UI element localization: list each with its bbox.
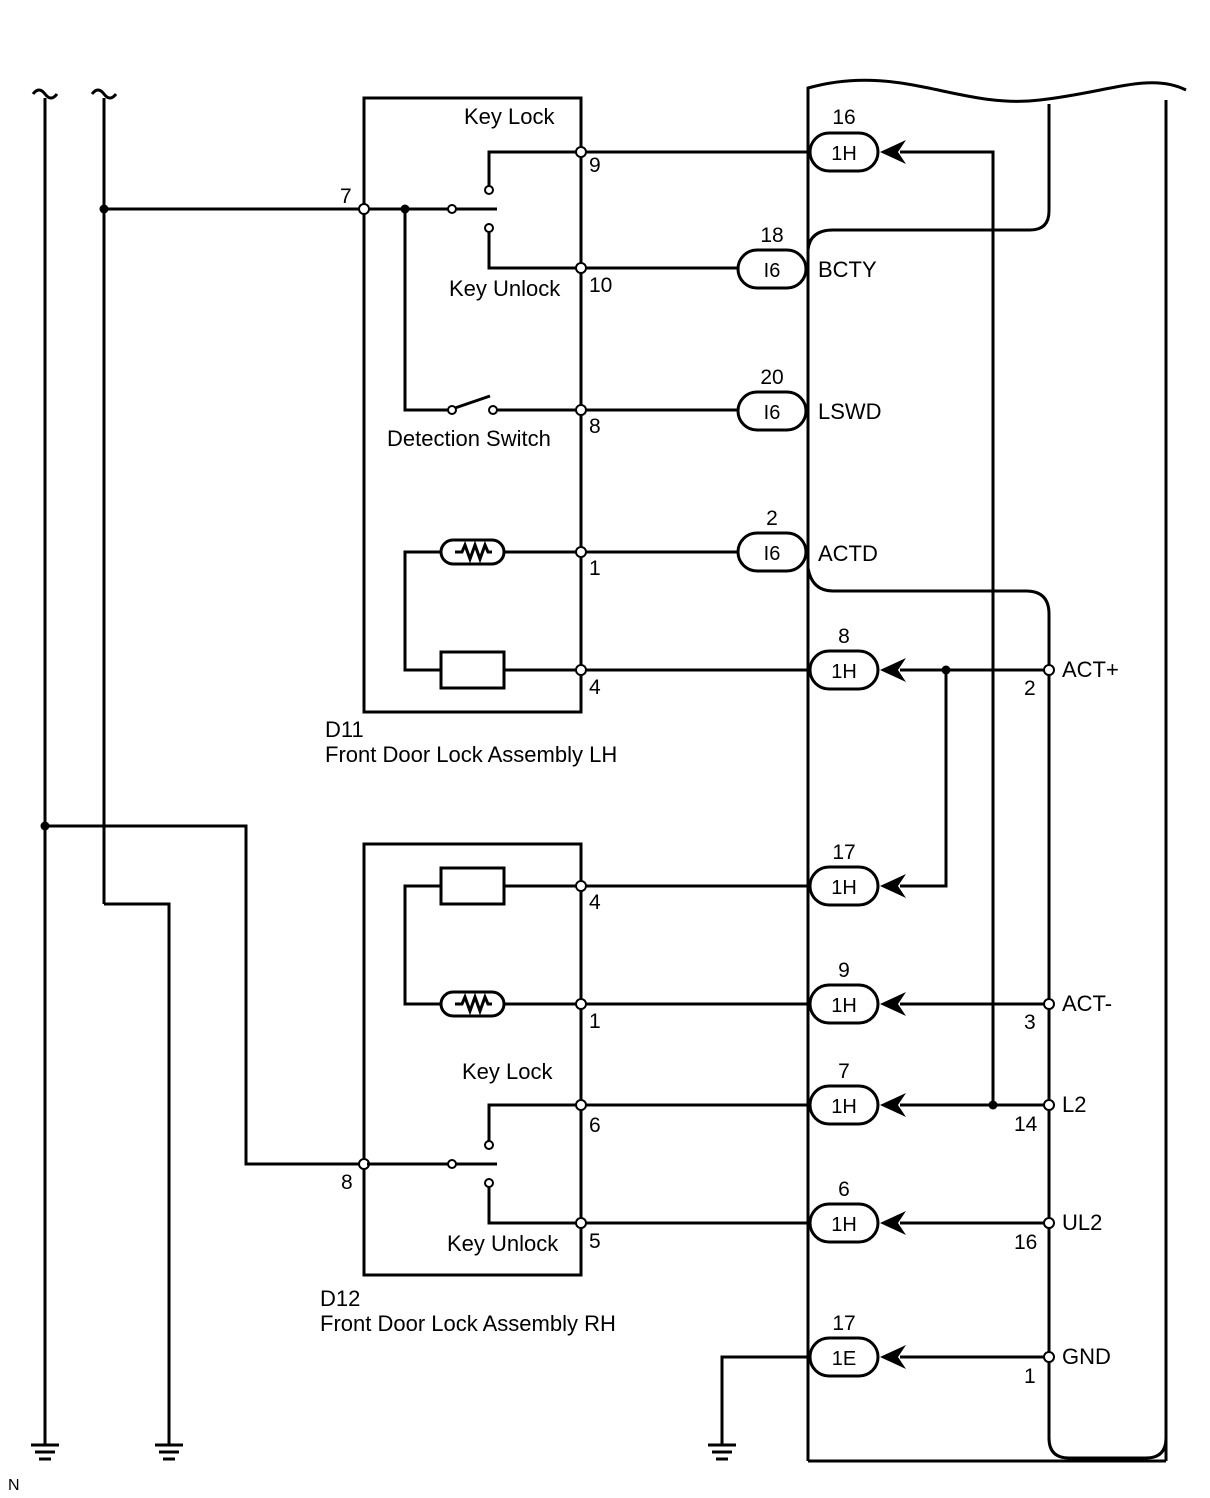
main-body-ecu <box>806 78 1187 1463</box>
svg-text:GND: GND <box>1062 1344 1111 1369</box>
door-lock-assembly-lh <box>358 96 810 714</box>
motor-terminal-gnd: GND 1 <box>1024 1344 1111 1388</box>
svg-text:6: 6 <box>838 1178 850 1201</box>
rh-component-name: Front Door Lock Assembly RH <box>320 1311 616 1336</box>
connector-1e-17: 1E 17 <box>808 1312 906 1378</box>
svg-text:1H: 1H <box>831 661 857 683</box>
connector-1h-7: 1H 7 <box>808 1060 906 1126</box>
rh-key-unlock-label: Key Unlock <box>447 1231 559 1256</box>
svg-text:7: 7 <box>838 1060 850 1083</box>
motor-terminal-act-plus: ACT+ 2 <box>1024 657 1119 700</box>
svg-text:16: 16 <box>832 106 855 129</box>
svg-text:9: 9 <box>838 959 850 982</box>
connector-i6-20: I6 20 LSWD <box>736 366 882 432</box>
svg-text:I6: I6 <box>764 543 781 565</box>
connector-i6-2: I6 2 ACTD <box>736 507 878 573</box>
connector-1h-16: 1H 16 <box>808 106 906 173</box>
left-power-rails <box>31 88 364 1444</box>
svg-text:20: 20 <box>760 366 783 389</box>
lh-key-lock-label: Key Lock <box>464 104 555 129</box>
connector-i6-18: I6 18 BCTY <box>736 224 877 290</box>
svg-text:14: 14 <box>1014 1113 1038 1136</box>
lh-pin-8: 8 <box>589 415 601 438</box>
lh-detection-switch-label: Detection Switch <box>387 426 551 451</box>
svg-text:18: 18 <box>760 224 783 247</box>
svg-text:ACT+: ACT+ <box>1062 657 1119 682</box>
svg-text:3: 3 <box>1024 1011 1036 1034</box>
rh-component-code: D12 <box>320 1286 360 1311</box>
lh-pin-10: 10 <box>589 274 612 297</box>
svg-text:8: 8 <box>838 625 850 648</box>
motor-terminal-l2: L2 14 <box>1014 1092 1086 1136</box>
lh-pin-1: 1 <box>589 557 601 580</box>
svg-text:BCTY: BCTY <box>818 257 877 282</box>
connector-1h-8: 1H 8 <box>808 625 906 691</box>
lh-pin-4: 4 <box>589 676 601 699</box>
ground-symbol-ecu <box>708 1355 810 1461</box>
svg-text:LSWD: LSWD <box>818 399 882 424</box>
svg-text:16: 16 <box>1014 1231 1037 1254</box>
svg-text:1H: 1H <box>831 1214 857 1236</box>
connector-1h-17: 1H 17 <box>808 841 906 907</box>
rh-pin-4: 4 <box>589 891 601 914</box>
lh-pin-7: 7 <box>340 185 352 208</box>
corner-mark: N <box>8 1477 20 1494</box>
connector-1h-6: 1H 6 <box>808 1178 906 1244</box>
lh-pin-9: 9 <box>589 154 601 177</box>
rh-pin-5: 5 <box>589 1230 601 1253</box>
motor-terminal-act-minus: ACT- 3 <box>1024 991 1112 1034</box>
svg-text:1H: 1H <box>831 1096 857 1118</box>
svg-text:I6: I6 <box>764 402 781 424</box>
svg-text:L2: L2 <box>1062 1092 1086 1117</box>
svg-text:1H: 1H <box>831 877 857 899</box>
rh-pin-8: 8 <box>341 1171 353 1194</box>
ground-symbol-rail-1 <box>31 1443 59 1461</box>
door-lock-assembly-rh <box>358 842 810 1277</box>
svg-text:UL2: UL2 <box>1062 1210 1102 1235</box>
svg-text:2: 2 <box>766 507 778 530</box>
svg-text:1E: 1E <box>832 1348 856 1370</box>
svg-text:ACTD: ACTD <box>818 541 878 566</box>
lh-key-unlock-label: Key Unlock <box>449 276 561 301</box>
rh-pin-6: 6 <box>589 1114 601 1137</box>
connector-1h-9: 1H 9 <box>808 959 906 1025</box>
svg-text:1H: 1H <box>831 995 857 1017</box>
rh-key-lock-label: Key Lock <box>462 1059 553 1084</box>
svg-text:17: 17 <box>832 841 855 864</box>
lh-component-name: Front Door Lock Assembly LH <box>325 742 617 767</box>
rh-pin-1: 1 <box>589 1010 601 1033</box>
svg-text:2: 2 <box>1024 677 1036 700</box>
motor-terminal-ul2: UL2 16 <box>1014 1210 1102 1254</box>
svg-text:17: 17 <box>832 1312 855 1335</box>
lh-component-code: D11 <box>325 717 364 742</box>
svg-text:ACT-: ACT- <box>1062 991 1112 1016</box>
svg-text:I6: I6 <box>764 260 781 282</box>
svg-text:1H: 1H <box>831 143 857 165</box>
svg-text:1: 1 <box>1024 1365 1036 1388</box>
ground-symbol-rail-2 <box>155 1443 183 1461</box>
